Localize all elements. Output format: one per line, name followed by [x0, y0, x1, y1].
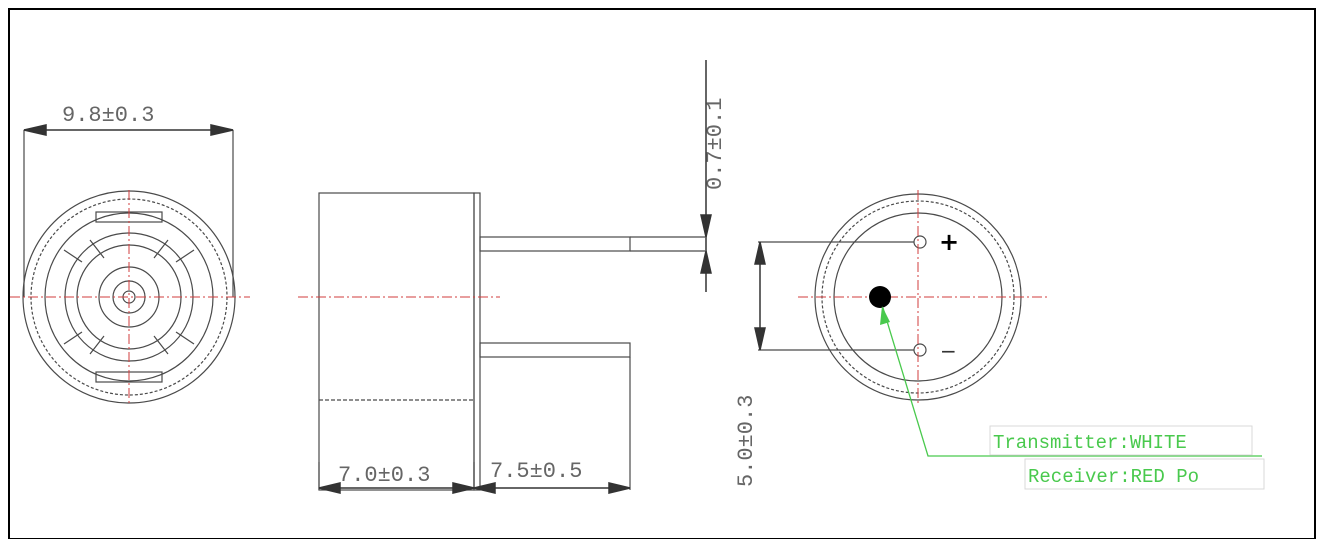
diameter-label: 9.8±0.3: [62, 103, 154, 128]
receiver-note-box: [1024, 458, 1265, 490]
transmitter-note: Transmitter:WHITE: [993, 432, 1187, 454]
note-leader-arrow: [880, 306, 890, 325]
length-dimensions: [318, 482, 631, 494]
pin-spacing-label: 5.0±0.3: [734, 395, 759, 487]
pin-diameter-dimension: [700, 60, 712, 292]
side-view: [318, 192, 705, 491]
note-leader: [882, 307, 1262, 457]
pin-spacing-dimension: [754, 241, 766, 351]
minus-sign: −: [940, 339, 957, 363]
pin-diameter-label: 0.7±0.1: [703, 98, 728, 190]
plus-sign: +: [939, 228, 959, 256]
drawing-frame: [8, 8, 1316, 539]
diameter-dimension: [23, 124, 234, 136]
front-view-centerlines: [10, 190, 250, 404]
pin-length-label: 7.5±0.5: [490, 459, 582, 484]
rear-view-centerlines: [798, 190, 1050, 404]
polarity-dot: [869, 286, 891, 308]
transmitter-note-box: [989, 425, 1253, 456]
body-length-label: 7.0±0.3: [338, 463, 430, 488]
receiver-note: Receiver:RED Po: [1028, 466, 1199, 488]
